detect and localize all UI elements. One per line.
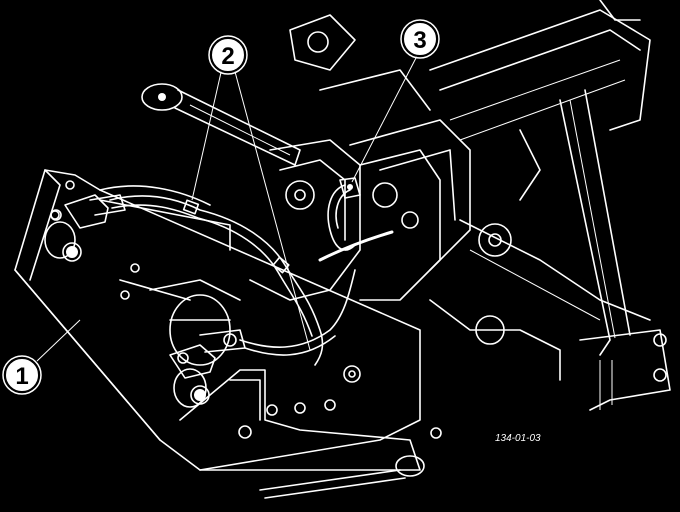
callout-3: 3 <box>400 19 440 59</box>
callout-1: 1 <box>2 355 42 395</box>
callout-2-number: 2 <box>221 43 234 70</box>
callout-2: 2 <box>208 35 248 75</box>
hydraulic-fitting <box>318 177 394 262</box>
leader-lines <box>36 55 418 362</box>
rear-assembly <box>289 0 671 411</box>
hydraulic-hoses <box>99 185 356 366</box>
left-cylinder <box>44 194 126 262</box>
callout-1-number: 1 <box>15 363 28 390</box>
main-frame <box>14 169 442 499</box>
right-cylinder <box>169 329 246 408</box>
figure-id-label: 134-01-03 <box>495 433 541 444</box>
top-link <box>141 83 301 166</box>
callout-3-number: 3 <box>413 27 426 54</box>
gearbox-housing <box>249 139 441 301</box>
